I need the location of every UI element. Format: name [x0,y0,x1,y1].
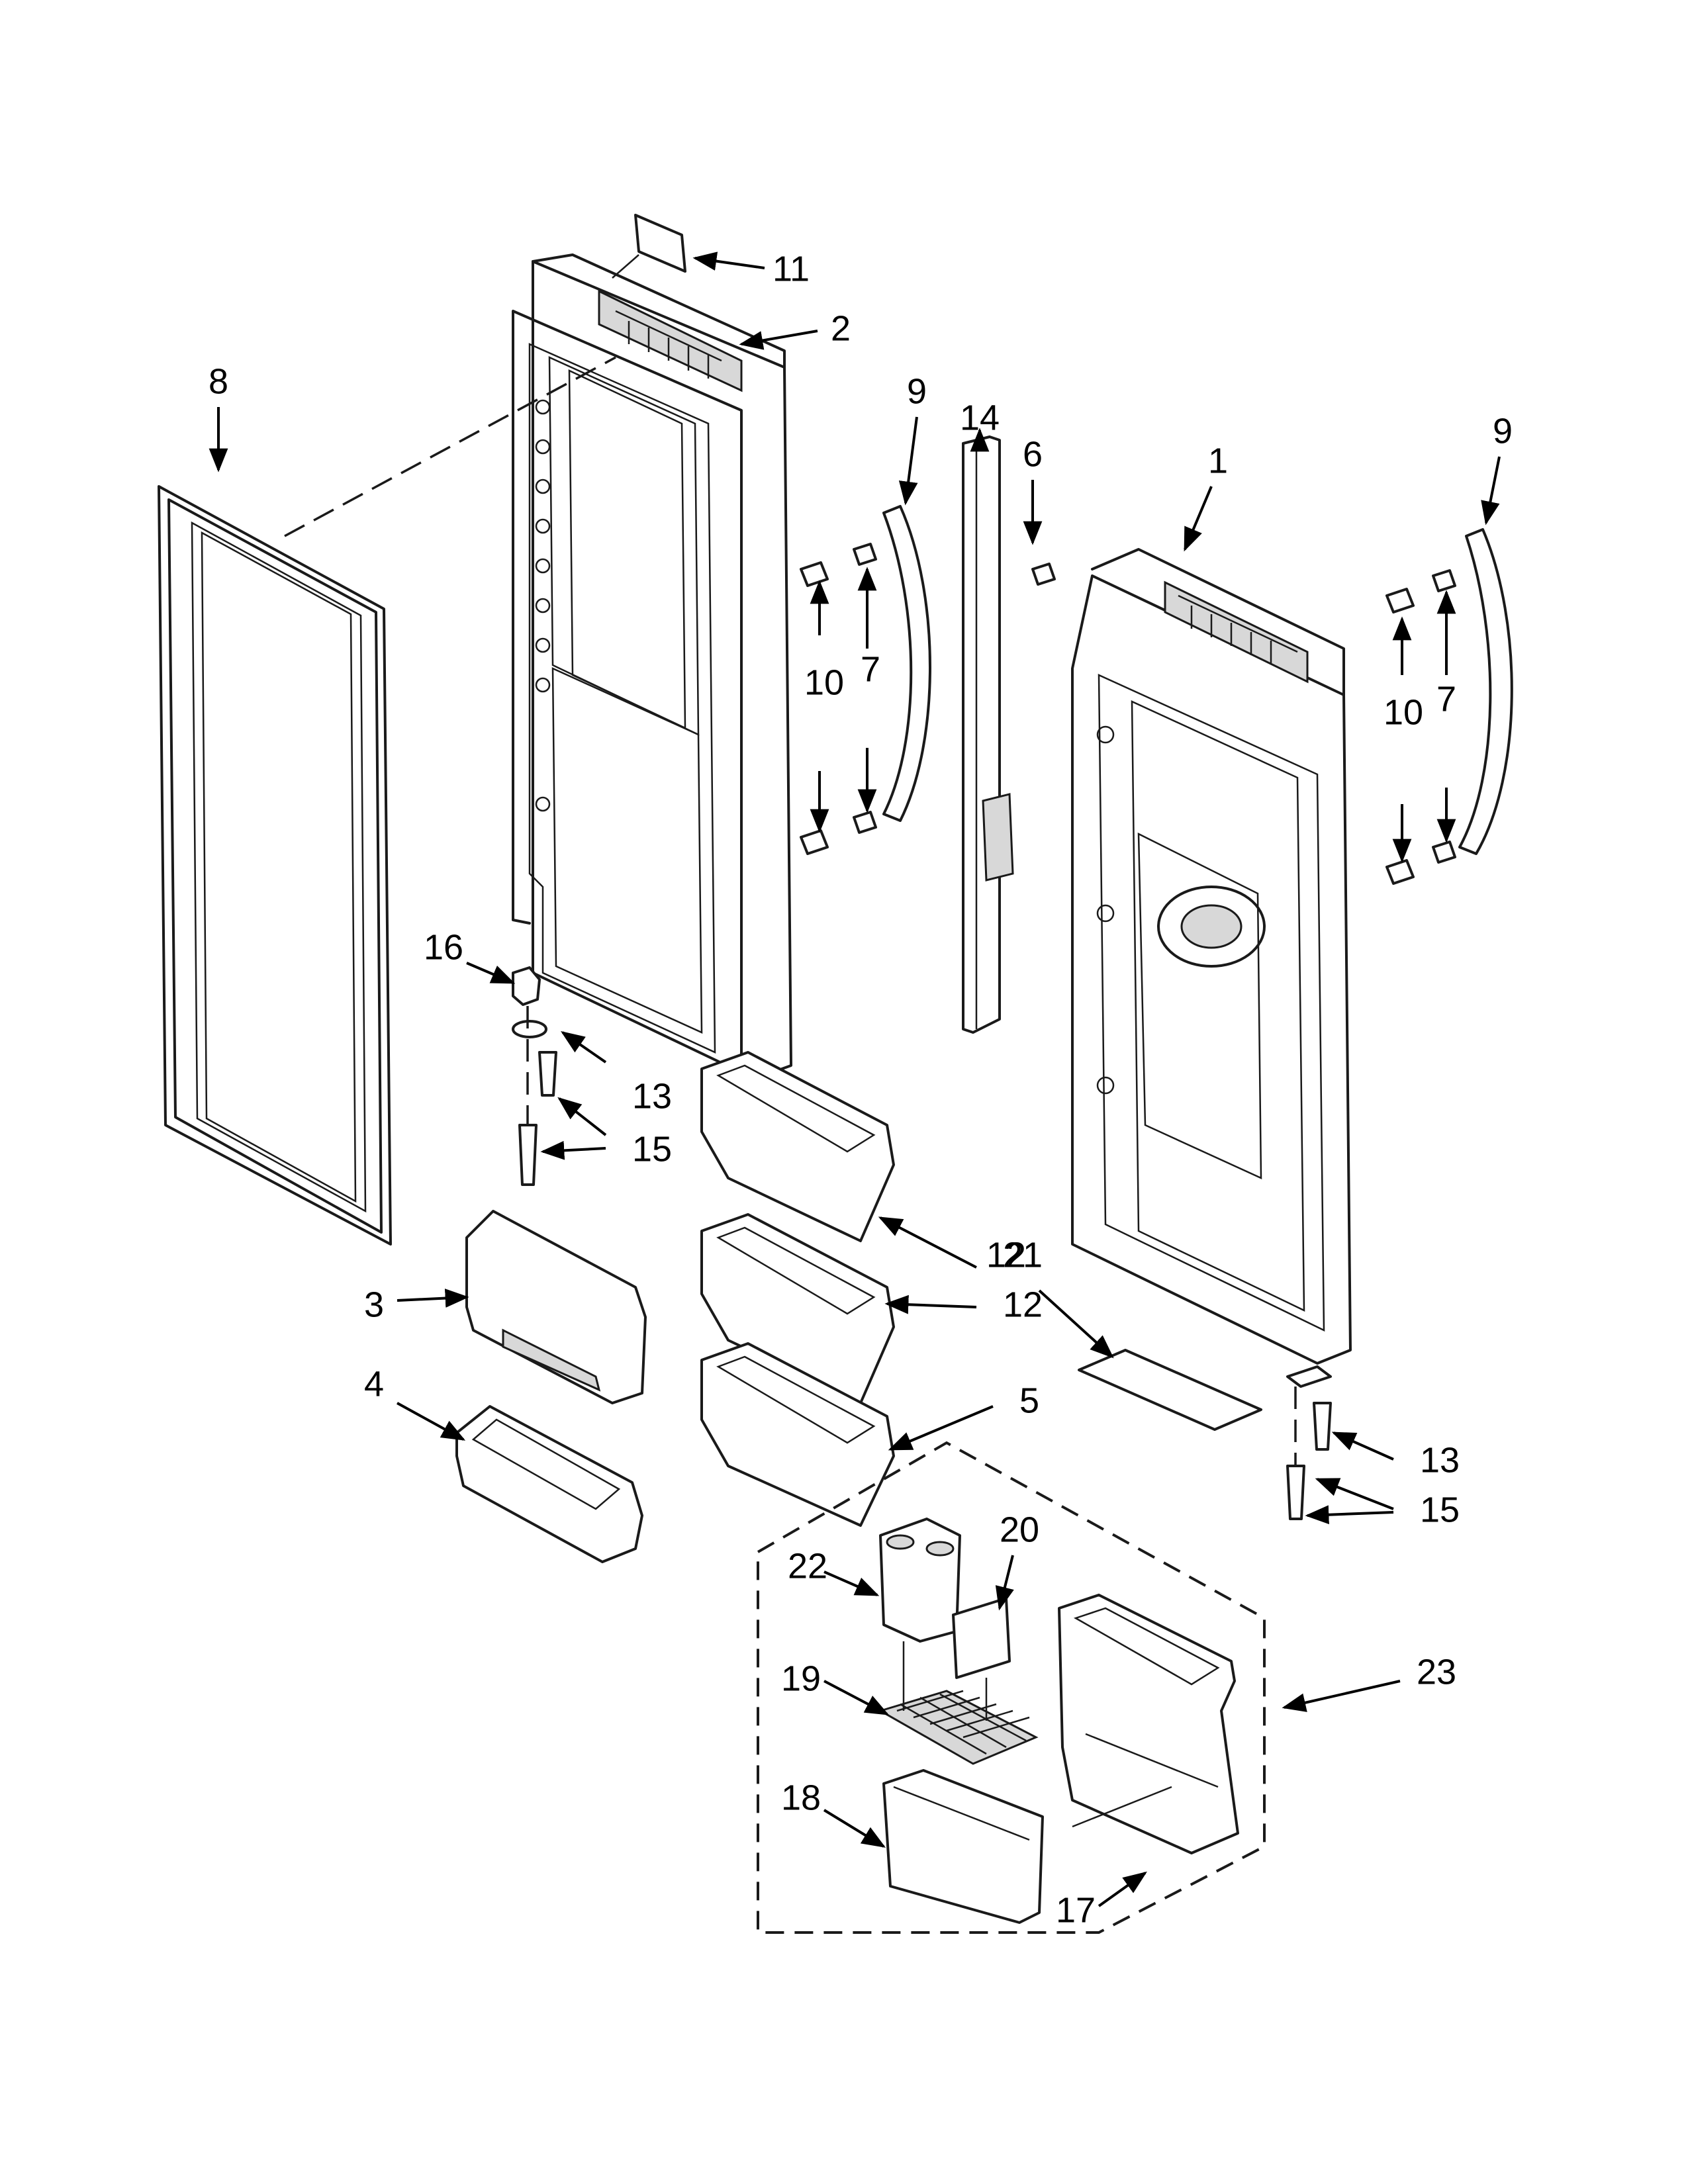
callout-23: 23 [1417,1652,1456,1692]
door-bin-upper [700,1051,895,1242]
callout-8: 8 [209,361,228,401]
callout-labels: 11 2 8 9 14 6 1 9 10 7 10 7 16 13 15 21 … [209,249,1513,1930]
right-handle-assembly [1385,528,1513,885]
callout-15-right: 15 [1420,1490,1460,1529]
callout-10-right: 10 [1383,692,1423,732]
callout-12-lower: 12 [1003,1285,1043,1324]
callout-3: 3 [364,1285,384,1324]
gasket-alignment-line [284,356,616,537]
callout-4: 4 [364,1364,384,1404]
callout-13-right: 13 [1420,1440,1460,1480]
right-hinge-hardware [1286,1365,1332,1520]
callout-13-left: 13 [632,1076,672,1116]
label-leader-line [612,254,639,279]
callout-7-right: 7 [1436,679,1456,719]
label-part [634,214,686,273]
ice-bin-housing-part [1058,1594,1239,1854]
door-bin-middle [700,1213,895,1404]
callout-5: 5 [1019,1381,1039,1420]
left-hinge-hardware [512,966,557,1186]
ice-bin-assembly-box [757,1441,1266,1934]
callout-15-left: 15 [632,1129,672,1169]
callout-9-right: 9 [1493,411,1513,451]
door-bin-lower [700,1342,895,1527]
callout-2: 2 [831,308,851,348]
callout-6: 6 [1023,434,1043,474]
dairy-bin-part [455,1405,643,1563]
callout-1: 1 [1208,441,1228,480]
callout-17: 17 [1056,1890,1096,1930]
callout-14: 14 [960,398,1000,437]
ice-bucket-part [879,1518,961,1643]
callout-21: 21 [1003,1235,1043,1275]
grid-tray-part [878,1690,1039,1765]
callout-18: 18 [781,1778,821,1817]
callout-11: 11 [773,249,810,289]
leader-lines [209,251,1501,1907]
door-gasket-part [158,485,392,1246]
left-handle-assembly [800,505,931,855]
callout-12-upper: 12 [986,1235,1026,1275]
filter-pad-part [952,1597,1011,1679]
mullion-part [962,435,1056,1034]
callout-9-left: 9 [907,371,927,411]
ice-container-part [882,1769,1044,1924]
right-door-part [1071,548,1352,1365]
cover-part [1078,1349,1262,1431]
left-door-part [512,253,792,1080]
callout-20: 20 [1000,1510,1039,1549]
callout-7-left: 7 [861,649,880,689]
callout-16: 16 [424,927,463,967]
dairy-door-part [465,1210,647,1404]
callout-19: 19 [781,1659,821,1698]
callout-22: 22 [788,1546,827,1586]
callout-10-left: 10 [804,662,844,702]
